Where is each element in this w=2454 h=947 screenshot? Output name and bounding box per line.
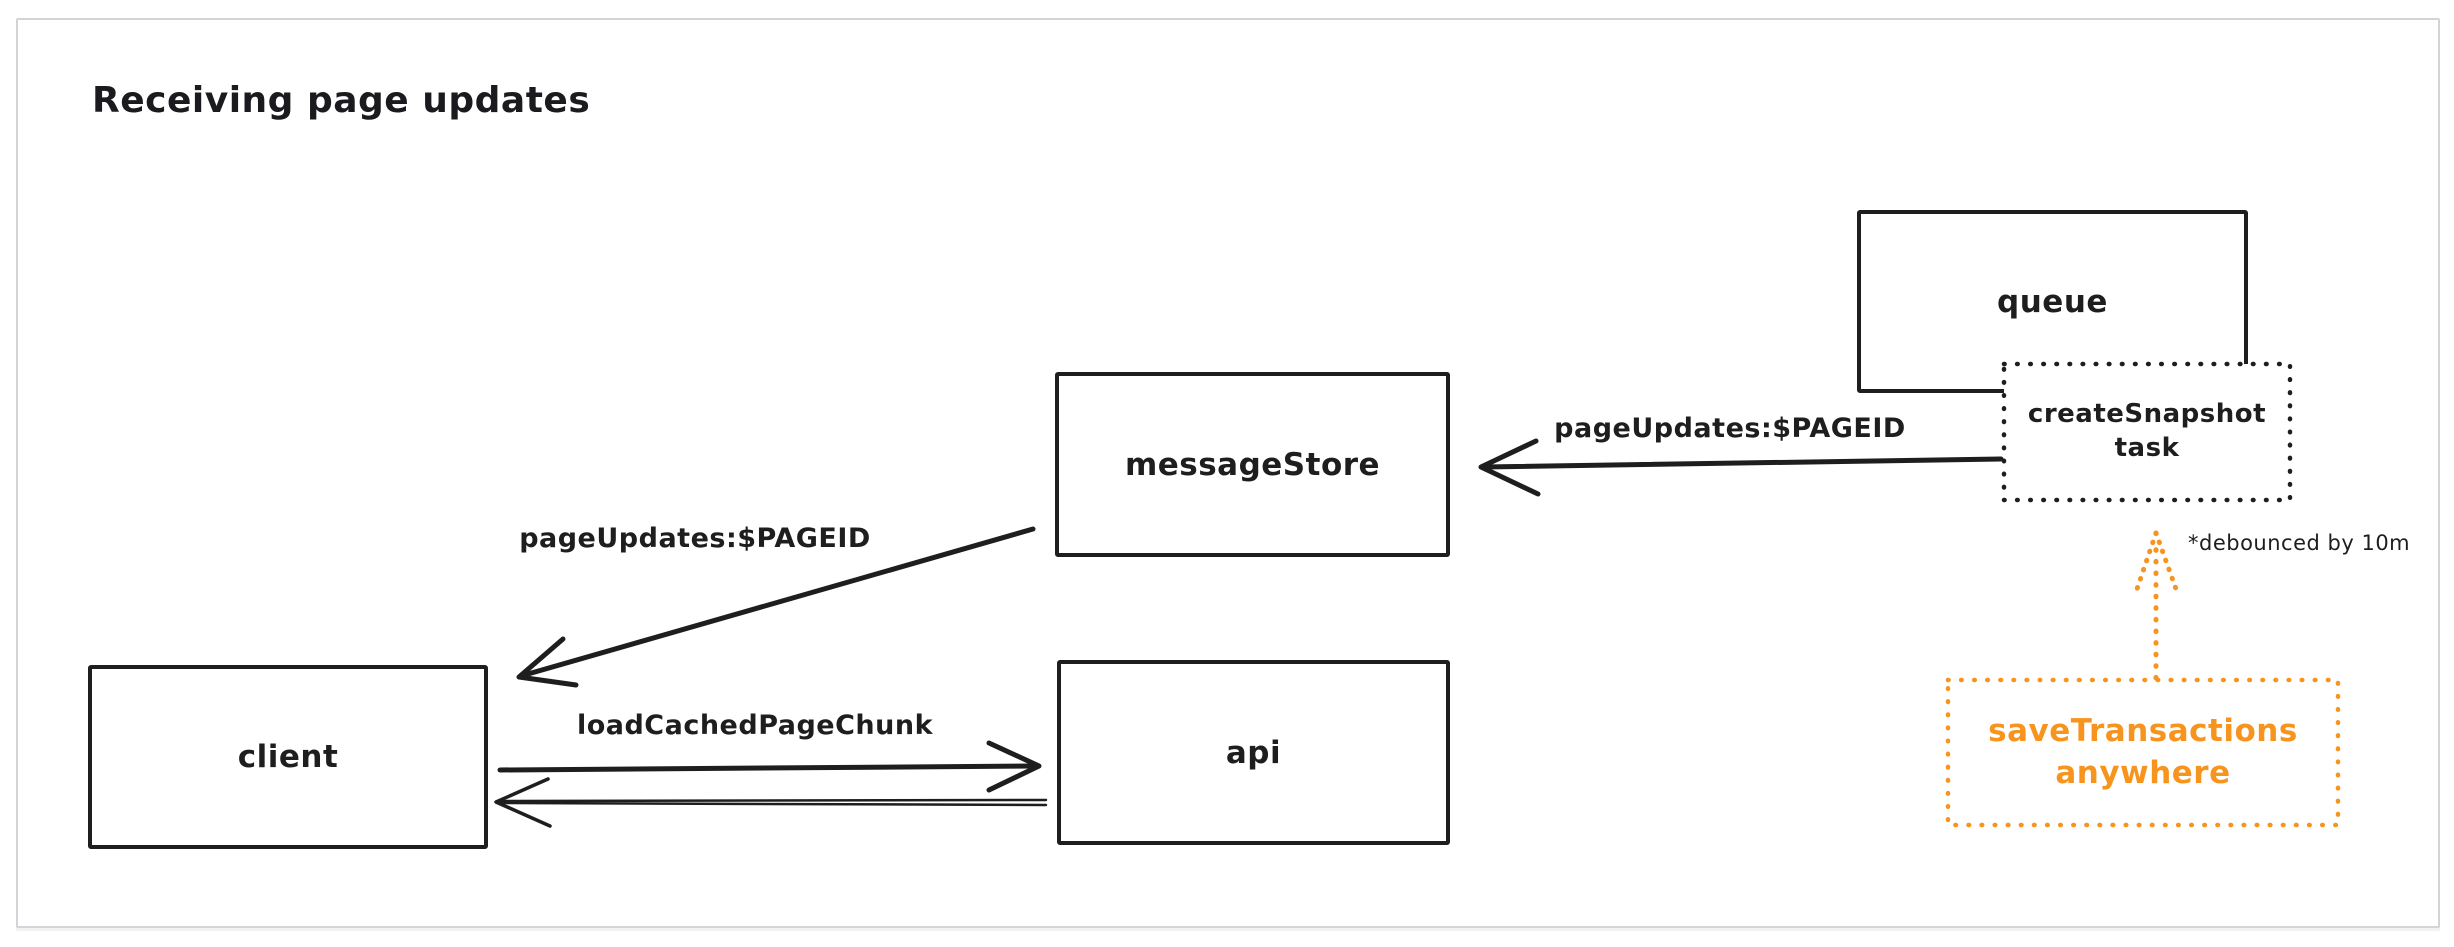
node-save-transactions-label: saveTransactions anywhere [1988,712,2298,791]
node-create-snapshot-task-label: createSnapshot task [2027,399,2267,463]
node-client: client [88,665,488,849]
diagram-title: Receiving page updates [92,80,591,121]
node-save-transactions-border [1945,677,2341,828]
arrow-create-snapshot-to-message-store [1478,438,2004,497]
node-create-snapshot-task-border [2001,361,2293,503]
arrow-message-store-to-client [516,526,1036,688]
edge-label-load-cached-page-chunk: loadCachedPageChunk [576,709,934,741]
arrow-api-to-client [494,777,1048,828]
debounce-annotation: *debounced by 10m [2188,531,2411,555]
arrow-client-to-api [497,740,1042,793]
arrow-save-transactions-to-create-snapshot [2134,530,2179,681]
edge-label-pageupdates-left: pageUpdates:$PAGEID [519,522,871,554]
node-queue-label: queue [1997,283,2108,320]
node-message-store-label: messageStore [1124,446,1381,483]
node-api: api [1057,660,1450,845]
edge-label-pageupdates-right: pageUpdates:$PAGEID [1554,412,1906,444]
node-message-store: messageStore [1055,372,1450,557]
node-api-label: api [1225,734,1282,771]
node-client-label: client [237,739,339,775]
